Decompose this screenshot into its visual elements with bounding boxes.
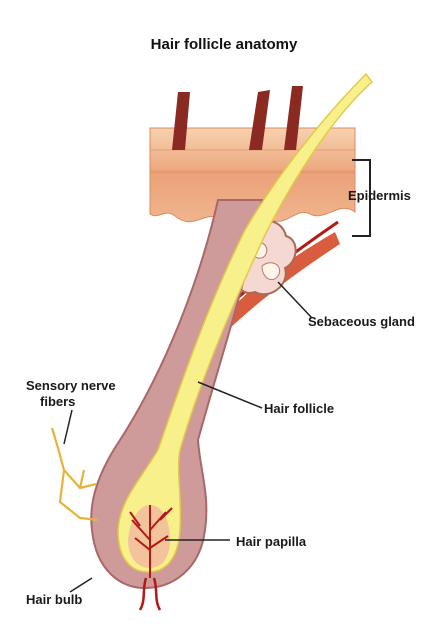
label-hair-papilla: Hair papilla xyxy=(236,534,306,549)
label-sensory-nerve-line2: fibers xyxy=(40,394,75,409)
label-sebaceous-gland: Sebaceous gland xyxy=(308,314,415,329)
sensory-nerve-fiber xyxy=(52,428,98,520)
label-sensory-nerve-line1: Sensory nerve xyxy=(26,378,116,393)
label-hair-follicle: Hair follicle xyxy=(264,401,334,416)
leader-bulb xyxy=(70,578,92,592)
diagram-title: Hair follicle anatomy xyxy=(0,36,448,53)
label-epidermis: Epidermis xyxy=(348,188,411,203)
label-hair-bulb: Hair bulb xyxy=(26,592,82,607)
leader-sebaceous xyxy=(278,282,312,318)
leader-nerve xyxy=(64,410,72,444)
